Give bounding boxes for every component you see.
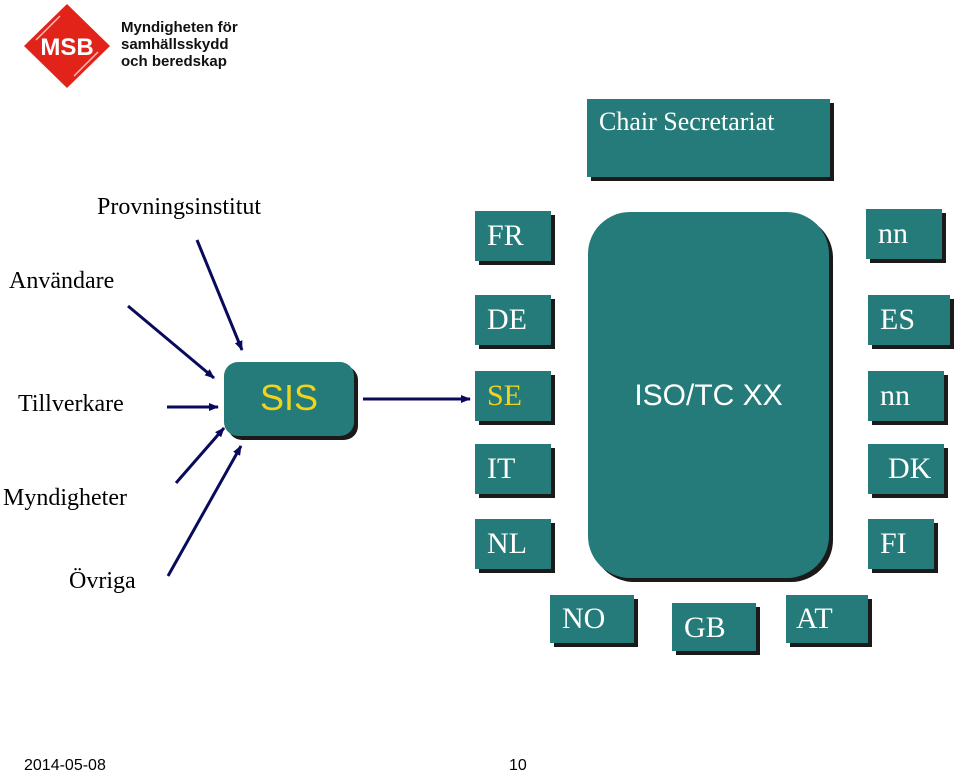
footer-page-number: 10	[509, 757, 527, 774]
source-myndigheter: Myndigheter	[3, 485, 127, 511]
iso-tc-label: ISO/TC XX	[634, 379, 783, 412]
source-provningsinstitut: Provningsinstitut	[97, 194, 262, 220]
footer-date: 2014-05-08	[24, 757, 106, 774]
sis-hub: SIS	[224, 362, 354, 436]
member-fi-label: FI	[880, 527, 907, 560]
member-at-label: AT	[796, 602, 833, 635]
member-nl: NL	[475, 519, 551, 569]
member-fi: FI	[868, 519, 934, 569]
member-dk-label: DK	[888, 452, 932, 485]
member-it: IT	[475, 444, 551, 494]
iso-tc-table: ISO/TC XX	[588, 212, 829, 578]
source-anvandare: Användare	[9, 268, 115, 294]
sis-label: SIS	[259, 377, 319, 418]
member-dk: DK	[868, 444, 944, 494]
member-es-label: ES	[880, 303, 916, 336]
arrow-myndigheter	[174, 427, 226, 484]
member-no-label: NO	[562, 602, 606, 635]
member-nn-2-label: nn	[880, 379, 910, 412]
member-at: AT	[786, 595, 868, 643]
member-nn-1: nn	[866, 209, 942, 259]
msb-org-name: Myndigheten för samhällsskydd och bereds…	[121, 19, 238, 70]
member-gb-label: GB	[684, 611, 726, 644]
org-name-line-3: och beredskap	[121, 53, 227, 70]
member-gb: GB	[672, 603, 756, 651]
member-fr-label: FR	[487, 219, 524, 252]
msb-logo: MSB	[24, 4, 110, 88]
member-de-label: DE	[487, 303, 527, 336]
org-name-line-2: samhällsskydd	[121, 36, 229, 53]
arrow-anvandare	[127, 304, 215, 380]
member-nn-2: nn	[868, 371, 944, 421]
member-it-label: IT	[487, 452, 516, 485]
source-tillverkare: Tillverkare	[18, 391, 124, 417]
org-name-line-1: Myndigheten för	[121, 19, 238, 36]
member-nn-1-label: nn	[878, 217, 908, 250]
member-se-label: SE	[487, 379, 523, 412]
member-fr: FR	[475, 211, 551, 261]
member-nl-label: NL	[487, 527, 527, 560]
member-es: ES	[868, 295, 950, 345]
arrow-provningsinstitut	[195, 239, 244, 351]
arrow-ovriga	[166, 445, 243, 577]
member-no: NO	[550, 595, 634, 643]
member-se: SE	[475, 371, 551, 421]
chair-secretariat-box: Chair Secretariat	[587, 99, 830, 177]
msb-logo-mark: MSB	[40, 34, 93, 61]
member-de: DE	[475, 295, 551, 345]
chair-secretariat-label: Chair Secretariat	[599, 107, 775, 136]
source-ovriga: Övriga	[69, 568, 136, 594]
